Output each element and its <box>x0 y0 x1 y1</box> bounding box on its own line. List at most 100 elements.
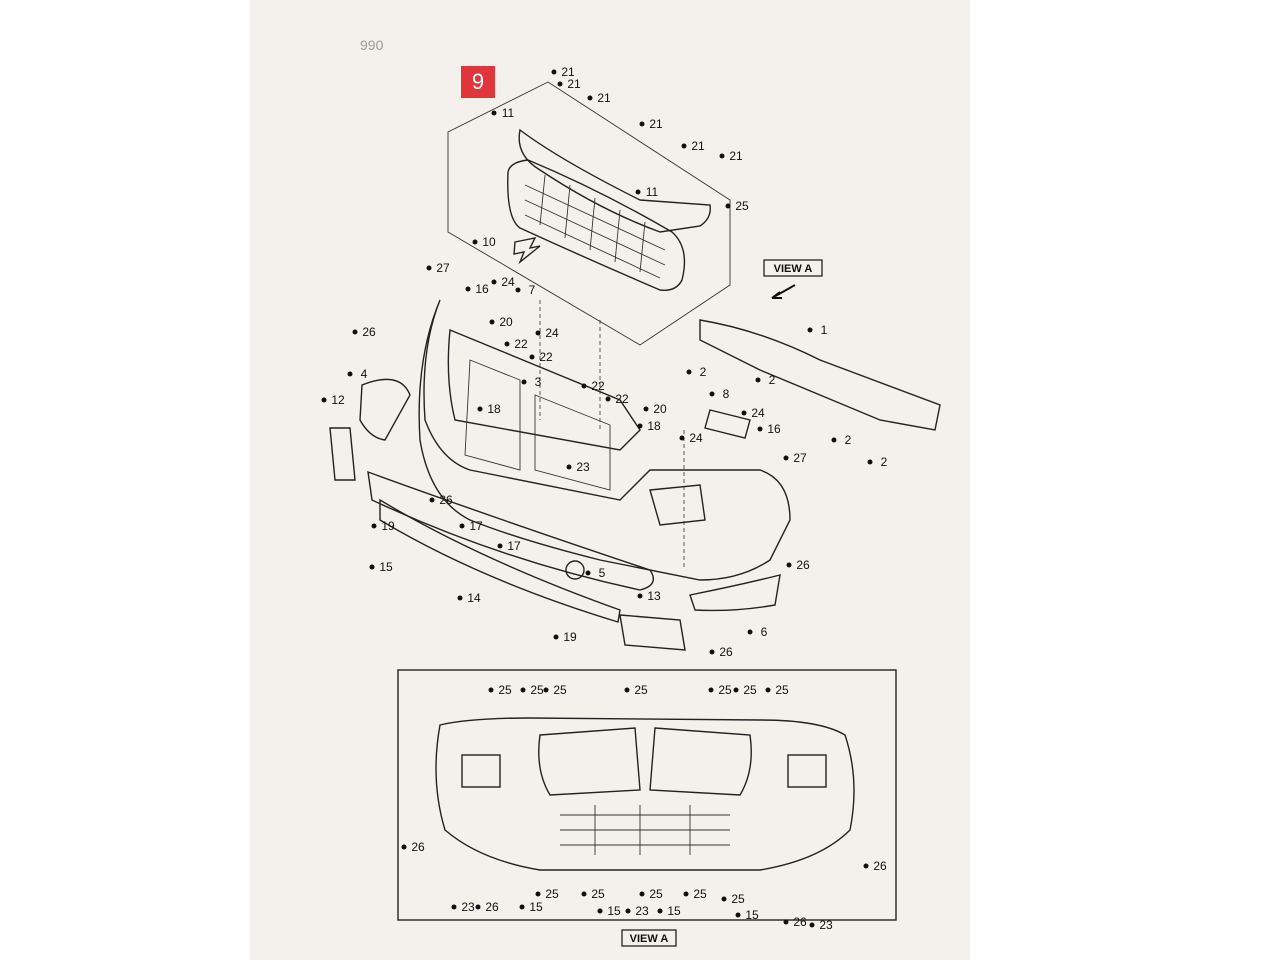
main-fastener-dot <box>477 406 483 412</box>
front-bumper-group <box>329 299 941 651</box>
tow-hook-cap-5 <box>565 560 585 580</box>
view-a-callout-25: 25 <box>530 683 544 697</box>
view-a-callout-26: 26 <box>411 840 425 854</box>
main-callout-18: 18 <box>647 419 661 433</box>
side-molding-6 <box>689 574 781 612</box>
front-grille <box>507 159 686 291</box>
main-callout-24: 24 <box>689 431 703 445</box>
main-callout-17: 17 <box>507 539 521 553</box>
side-cover-12 <box>329 427 356 481</box>
main-fastener-dot <box>352 329 358 335</box>
main-fastener-dot <box>755 377 761 383</box>
main-callout-2: 2 <box>700 365 707 379</box>
main-callout-20: 20 <box>499 315 513 329</box>
main-fastener-dot <box>587 95 593 101</box>
main-callout-22: 22 <box>514 337 528 351</box>
view-a-callout-25: 25 <box>775 683 789 697</box>
main-fastener-dot <box>807 327 813 333</box>
view-a-callout-25: 25 <box>693 887 707 901</box>
view-a-callout-23: 23 <box>635 904 649 918</box>
grille-mesh <box>524 174 666 279</box>
main-callout-2: 2 <box>769 373 776 387</box>
main-callout-5: 5 <box>599 566 606 580</box>
view-a-caption: VIEW A <box>630 933 669 945</box>
main-callout-10: 10 <box>482 235 496 249</box>
main-callout-21: 21 <box>691 139 705 153</box>
main-callout-24: 24 <box>501 275 515 289</box>
bumper-rear-view <box>435 717 855 871</box>
view-a-fastener-dot <box>451 904 457 910</box>
main-fastener-dot <box>566 464 572 470</box>
main-callout-26: 26 <box>362 325 376 339</box>
side-bracket-4 <box>359 378 411 441</box>
view-a-fastener-dot <box>488 687 494 693</box>
lower-grille-rear <box>560 805 730 855</box>
main-callout-16: 16 <box>767 422 781 436</box>
view-a-callout-25: 25 <box>718 683 732 697</box>
view-a-callout-25: 25 <box>553 683 567 697</box>
bumper-reinforcement-bracket <box>447 328 641 451</box>
view-a-callout-26: 26 <box>485 900 499 914</box>
view-a-callout-23: 23 <box>461 900 475 914</box>
main-callout-21: 21 <box>567 77 581 91</box>
fog-opening-right-rear <box>787 754 827 788</box>
main-fastener-dot <box>783 455 789 461</box>
view-a-fastener-dot <box>597 908 603 914</box>
view-a-frame <box>397 669 897 921</box>
main-callout-24: 24 <box>545 326 559 340</box>
main-fastener-dot <box>529 354 535 360</box>
view-a-callout-15: 15 <box>607 904 621 918</box>
view-a-callout-25: 25 <box>498 683 512 697</box>
view-a-callout-25: 25 <box>545 887 559 901</box>
view-a-tag-text: VIEW A <box>774 263 813 275</box>
main-callout-7: 7 <box>529 283 536 297</box>
view-a-fastener-dot <box>657 908 663 914</box>
main-callout-26: 26 <box>796 558 810 572</box>
main-fastener-dot <box>553 634 559 640</box>
main-fastener-dot <box>321 397 327 403</box>
main-fastener-dot <box>605 396 611 402</box>
view-a-callout-23: 23 <box>819 918 833 932</box>
view-a-fastener-dot <box>863 863 869 869</box>
page-header-fragment: 990 <box>360 37 384 53</box>
view-a-fastener-dot <box>765 687 771 693</box>
view-a-fastener-dot <box>708 687 714 693</box>
main-fastener-dot <box>639 121 645 127</box>
main-callout-22: 22 <box>539 350 553 364</box>
main-fastener-dot <box>719 153 725 159</box>
view-a-fastener-dot <box>683 891 689 897</box>
main-fastener-dot <box>557 81 563 87</box>
view-a-tag-frame <box>763 259 823 277</box>
bumper-cover <box>418 299 791 581</box>
main-fastener-dot <box>686 369 692 375</box>
main-fastener-dot <box>709 649 715 655</box>
view-a-callout-25: 25 <box>731 892 745 906</box>
main-callout-19: 19 <box>563 630 577 644</box>
main-fastener-dot <box>551 69 557 75</box>
main-callout-21: 21 <box>729 149 743 163</box>
main-callout-2: 2 <box>881 455 888 469</box>
emblem <box>513 237 541 265</box>
main-fastener-dot <box>535 330 541 336</box>
main-fastener-dot <box>585 570 591 576</box>
view-a-callout-26: 26 <box>873 859 887 873</box>
view-a-fastener-dot <box>543 687 549 693</box>
main-callout-22: 22 <box>591 379 605 393</box>
main-callout-27: 27 <box>793 451 807 465</box>
view-a-callout-25: 25 <box>634 683 648 697</box>
view-a-fastener-dot <box>401 844 407 850</box>
main-fastener-dot <box>581 383 587 389</box>
fog-opening-left-rear <box>461 754 501 788</box>
main-callout-21: 21 <box>649 117 663 131</box>
main-fastener-dot <box>741 410 747 416</box>
view-a-callout-25: 25 <box>649 887 663 901</box>
view-a-callout-15: 15 <box>667 904 681 918</box>
main-callout-8: 8 <box>723 387 730 401</box>
main-callout-2: 2 <box>845 433 852 447</box>
view-a-callout-15: 15 <box>529 900 543 914</box>
main-callout-1: 1 <box>821 323 828 337</box>
